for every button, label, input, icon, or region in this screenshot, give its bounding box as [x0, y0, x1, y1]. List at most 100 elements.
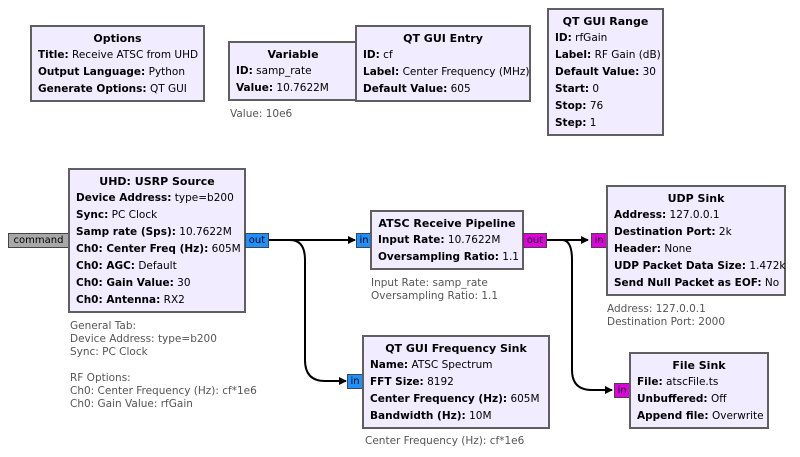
block-param: Destination Port: 2k: [614, 224, 778, 241]
block-param: Label: RF Gain (dB): [555, 47, 661, 64]
param-label: Address:: [614, 209, 667, 221]
block-title: UDP Sink: [667, 192, 725, 205]
param-value: 0: [592, 83, 600, 95]
note-line: Center Frequency (Hz): cf*1e6: [365, 435, 525, 447]
block-title: Variable: [267, 48, 319, 61]
param-label: Device Address:: [76, 192, 172, 204]
param-value: samp_rate: [256, 65, 312, 77]
param-label: Destination Port:: [614, 226, 716, 238]
file-sink-in-port[interactable]: in: [614, 383, 630, 398]
param-value: PC Clock: [111, 209, 158, 221]
block-param: Samp rate (Sps): 10.7622M: [76, 224, 238, 241]
param-label: Stop:: [555, 100, 587, 112]
block-param: Generate Options: QT GUI: [38, 81, 197, 98]
param-label: Bandwidth (Hz):: [370, 410, 466, 422]
param-label: File:: [637, 376, 663, 388]
block-param: Ch0: Antenna: RX2: [76, 292, 238, 309]
note-line: Ch0: Center Frequency (Hz): cf*1e6: [70, 385, 257, 397]
param-label: Start:: [555, 83, 590, 95]
param-label: Ch0: Gain Value:: [76, 277, 174, 289]
note-line: Sync: PC Clock: [70, 346, 148, 358]
block-param: Stop: 76: [555, 98, 656, 115]
param-value: 605M: [211, 243, 241, 255]
udp-in-port[interactable]: in: [591, 233, 607, 248]
param-value: cf: [383, 49, 393, 61]
param-label: Default Value:: [363, 83, 448, 95]
file-sink-block[interactable]: File Sink File: atscFile.ts Unbuffered: …: [629, 352, 769, 429]
param-label: Sync:: [76, 209, 109, 221]
param-label: Title:: [38, 49, 69, 61]
param-value: rfGain: [575, 32, 608, 44]
param-value: Off: [710, 393, 727, 405]
param-label: ID:: [236, 65, 253, 77]
block-title: QT GUI Range: [562, 15, 649, 28]
param-value: RX2: [163, 294, 185, 306]
param-label: Ch0: AGC:: [76, 260, 135, 272]
block-param: Sync: PC Clock: [76, 207, 238, 224]
block-param: UDP Packet Data Size: 1.472k: [614, 258, 785, 275]
block-param: Value: 10.7622M: [236, 80, 350, 97]
block-param: Title: Receive ATSC from UHD: [38, 47, 199, 64]
param-value: 2k: [718, 226, 732, 238]
variable-block[interactable]: Variable ID: samp_rate Value: 10.7622M: [228, 41, 358, 101]
param-label: UDP Packet Data Size:: [614, 260, 746, 272]
note-line: Input Rate: samp_rate: [371, 277, 488, 289]
note-line: Device Address: type=b200: [70, 333, 217, 345]
block-param: FFT Size: 8192: [370, 374, 542, 391]
param-value: Python: [148, 66, 186, 78]
udp-sink-block[interactable]: UDP Sink Address: 127.0.0.1 Destination …: [606, 185, 786, 296]
param-label: FFT Size:: [370, 376, 424, 388]
block-param: Label: Center Frequency (MHz): [363, 64, 529, 81]
param-value: 10.7622M: [276, 82, 329, 94]
qt-gui-entry-block[interactable]: QT GUI Entry ID: cf Label: Center Freque…: [355, 25, 531, 102]
atsc-out-port[interactable]: out: [523, 233, 547, 248]
param-value: Receive ATSC from UHD: [72, 49, 199, 61]
block-param: Ch0: AGC: Default: [76, 258, 238, 275]
qt-gui-range-block[interactable]: QT GUI Range ID: rfGain Label: RF Gain (…: [547, 8, 664, 136]
block-param: Start: 0: [555, 81, 656, 98]
block-param: ID: rfGain: [555, 30, 656, 47]
connection-usrp-to-freq-sink[interactable]: [268, 239, 347, 385]
param-value: 605M: [510, 393, 540, 405]
note-line: General Tab:: [70, 320, 137, 332]
usrp-source-note: General Tab: Device Address: type=b200 S…: [70, 320, 257, 411]
param-label: ID:: [363, 49, 380, 61]
block-param: Input Rate: 10.7622M: [378, 232, 516, 249]
block-param: Center Frequency (Hz): 605M: [370, 391, 542, 408]
param-label: Ch0: Antenna:: [76, 294, 161, 306]
command-port[interactable]: command: [8, 233, 69, 248]
usrp-out-port[interactable]: out: [245, 233, 269, 248]
param-label: Step:: [555, 117, 587, 129]
usrp-source-block[interactable]: UHD: USRP Source Device Address: type=b2…: [68, 168, 246, 313]
param-value: 1.472k: [749, 260, 786, 272]
param-value: Default: [138, 260, 177, 272]
note-line: Oversampling Ratio: 1.1: [371, 290, 499, 302]
param-label: Oversampling Ratio:: [378, 251, 499, 263]
param-value: QT GUI: [149, 83, 187, 95]
block-param: Output Language: Python: [38, 64, 197, 81]
param-label: Send Null Packet as EOF:: [614, 277, 762, 289]
param-value: 8192: [427, 376, 454, 388]
freq-sink-in-port[interactable]: in: [347, 374, 363, 389]
options-block[interactable]: Options Title: Receive ATSC from UHD Out…: [30, 25, 205, 102]
note-line: [70, 359, 257, 372]
param-label: Label:: [555, 49, 592, 61]
qt-gui-frequency-sink-block[interactable]: QT GUI Frequency Sink Name: ATSC Spectru…: [362, 335, 550, 429]
param-label: Input Rate:: [378, 234, 445, 246]
note-line: RF Options:: [70, 372, 131, 384]
note-line: Ch0: Gain Value: rfGain: [70, 398, 193, 410]
param-value: 30: [642, 66, 656, 78]
param-value: 10.7622M: [447, 234, 501, 246]
block-param: Unbuffered: Off: [637, 391, 761, 408]
block-param: Bandwidth (Hz): 10M: [370, 408, 542, 425]
param-value: 127.0.0.1: [669, 209, 720, 221]
atsc-receive-pipeline-block[interactable]: ATSC Receive Pipeline Input Rate: 10.762…: [370, 210, 524, 270]
connection-atsc-to-file-sink[interactable]: [546, 239, 613, 394]
variable-note: Value: 10e6: [230, 108, 292, 121]
block-param: Name: ATSC Spectrum: [370, 357, 542, 374]
note-line: Destination Port: 2000: [607, 316, 726, 328]
block-param: Header: None: [614, 241, 778, 258]
param-label: Samp rate (Sps):: [76, 226, 176, 238]
param-label: Center Frequency (Hz):: [370, 393, 508, 405]
param-value: 1.1: [502, 251, 519, 263]
